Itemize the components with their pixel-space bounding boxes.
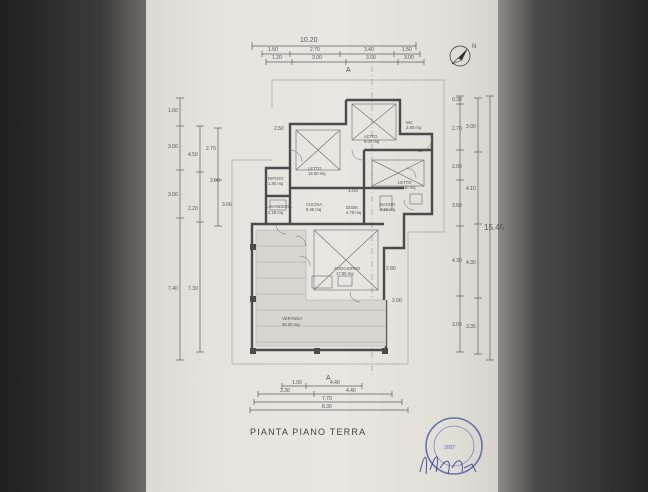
dim-inner-1: 2.50	[274, 126, 284, 132]
dim-left-2-4: 7.30	[188, 286, 198, 292]
furniture	[269, 193, 423, 289]
section-mark-top: A	[346, 67, 351, 74]
room-veranda-area: 36.00 mq	[282, 322, 300, 327]
room-lavanderia-area: 2.28 mq	[268, 210, 284, 215]
dim-right-1-6: 3.05	[452, 322, 462, 328]
bottom-dimensions	[249, 383, 409, 413]
dim-inner-4: 2.00	[392, 298, 402, 304]
dim-top-2-3: 3.00	[366, 55, 376, 61]
dim-bottom-2-2: 4.40	[346, 388, 356, 394]
right-dimensions	[456, 95, 494, 361]
dim-right-1-3: 2.00	[452, 164, 462, 170]
dim-right-2-2: 4.10	[466, 186, 476, 192]
room-veranda-name: VERANDA	[282, 316, 302, 321]
dim-left-3-2: 3.66	[222, 202, 232, 208]
dim-left-1-3: 3.00	[168, 192, 178, 198]
section-mark-bottom: A	[326, 375, 331, 382]
dim-left-1-2: 3.00	[168, 144, 178, 150]
veranda-hatch	[255, 229, 387, 347]
room-bagno-name: BAGNO	[380, 202, 396, 207]
room-letto-1-area: 16.00 mq	[308, 171, 326, 176]
room-ripostiglio-area: 1.80 mq	[268, 181, 284, 186]
room-soggiorno-area: 17.80 mq	[336, 271, 354, 276]
dim-top-2-1: 1.20	[272, 55, 282, 61]
site-outline	[231, 79, 445, 365]
background-right	[498, 0, 648, 492]
dim-left-1-4: 7.40	[168, 286, 178, 292]
dim-top-2-2: 3.00	[312, 55, 322, 61]
north-label: N	[472, 44, 476, 50]
room-cucina-name: CUCINA	[306, 202, 322, 207]
left-dimensions	[176, 97, 222, 361]
dim-top-1-4: 1.50	[402, 47, 412, 53]
room-letto-3-name: LETTO	[398, 180, 412, 185]
dim-right-1-4: 3.60	[452, 203, 462, 209]
room-soggiorno-name: SOGGIORNO	[334, 266, 361, 271]
dim-inner-3: 2.80	[386, 266, 396, 272]
dim-right-1-1: 0.30	[452, 97, 462, 103]
room-wc-name: WC	[406, 120, 413, 125]
dim-right-2-3: 4.30	[466, 260, 476, 266]
dim-left-2-1: 2.70	[206, 146, 216, 152]
dim-bottom-1-2: 4.40	[330, 380, 340, 386]
drawing-title: PIANTA PIANO TERRA	[250, 427, 367, 437]
room-disimpegno-name: DISIM.	[346, 205, 359, 210]
dim-top-1-2: 2.70	[310, 47, 320, 53]
dim-bottom-4: 8.30	[322, 404, 332, 410]
dim-right-2-4: 3.35	[466, 324, 476, 330]
dim-left-3-1: 3.00	[210, 178, 220, 184]
room-lavanderia-name: LAVANDERIA	[266, 204, 292, 209]
dim-right-2-1: 3.00	[466, 124, 476, 130]
overall-width: 10.20	[300, 37, 318, 44]
overall-height: 15.45	[484, 223, 505, 232]
dimension-labels: 10.20 1.50 2.70 3.40 1.50 1.20 3.00 3.00…	[168, 37, 505, 410]
dim-bottom-2-1: 3.30	[280, 388, 290, 394]
room-letto-3-area: 14.40 mq	[398, 185, 416, 190]
room-wc-area: 2.80 mq	[406, 125, 422, 130]
dim-left-2-2: 4.50	[188, 152, 198, 158]
dim-left-1-1: 1.60	[168, 108, 178, 114]
signature	[419, 456, 477, 475]
door-swings	[275, 137, 433, 303]
dim-top-1-1: 1.50	[268, 47, 278, 53]
room-disimpegno-area: 4.75 mq	[346, 210, 362, 215]
veranda-columns	[250, 244, 388, 354]
background-left	[0, 0, 146, 492]
room-letto-1-name: LETTO	[308, 166, 322, 171]
dim-right-1-5: 4.30	[452, 258, 462, 264]
dim-left-2-3: 2.20	[188, 206, 198, 212]
room-letto-2-name: LETTO	[364, 134, 378, 139]
north-arrow-icon: N	[449, 44, 476, 67]
stamp-year: 2007	[444, 445, 455, 451]
top-dimensions	[251, 42, 425, 65]
dim-inner-2: 1.00	[348, 188, 358, 194]
dim-top-2-4: 3.00	[404, 55, 414, 61]
room-labels: LETTO 16.00 mq LETTO 9.00 mq LETTO 14.40…	[266, 120, 422, 327]
dim-right-1-2: 2.70	[452, 126, 462, 132]
stamp: 2007	[425, 417, 483, 475]
dim-top-1-3: 3.40	[364, 47, 374, 53]
room-ripostiglio-name: RIPOST.	[268, 176, 284, 181]
room-letto-2-area: 9.00 mq	[364, 139, 380, 144]
dim-bottom-3: 7.70	[322, 396, 332, 402]
room-bagno-area: 4.50 mq	[380, 207, 396, 212]
room-cucina-area: 9.45 mq	[306, 207, 322, 212]
dim-bottom-1-1: 1.00	[292, 380, 302, 386]
roof-lines	[295, 103, 425, 291]
